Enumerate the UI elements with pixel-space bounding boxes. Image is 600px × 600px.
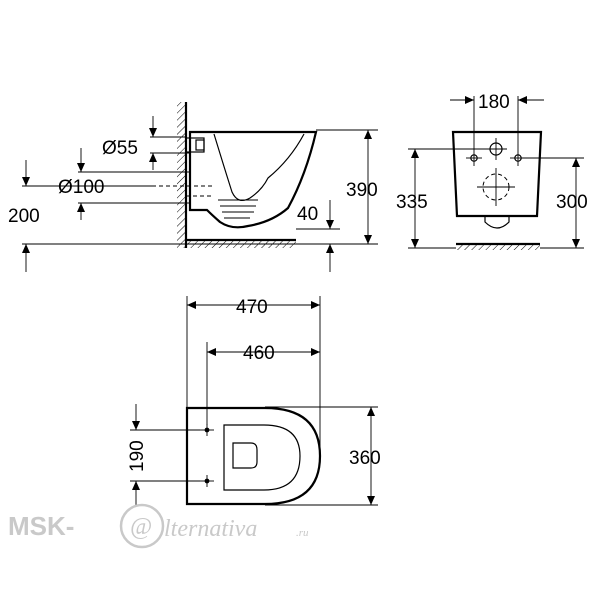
dim-label-w460: 460: [243, 343, 275, 364]
arrow-190-top: [132, 421, 140, 430]
dim-label-h335: 335: [396, 192, 428, 213]
arrow-300-bottom: [572, 239, 580, 248]
dim-label-h300: 300: [556, 192, 588, 213]
arrow-200-bottom: [22, 244, 30, 253]
seat-opening: [223, 424, 301, 491]
trap-water: [218, 199, 258, 219]
arrow-100-bottom: [77, 203, 85, 212]
watermark-at-ring: [119, 503, 165, 549]
dim-label-h40: 40: [297, 204, 318, 225]
arrow-40-top: [326, 220, 334, 229]
watermark-right: lternativa: [164, 516, 257, 542]
top-outline: [185, 406, 322, 506]
dim-label-h190: 190: [127, 440, 148, 472]
front-floor-hatch: [456, 244, 540, 250]
wall-hatch: [177, 102, 186, 248]
arrow-470-left: [187, 301, 196, 309]
arrow-300-top: [572, 158, 580, 167]
arrow-190-bottom: [132, 481, 140, 490]
front-body: [451, 130, 543, 218]
front-foot: [484, 216, 510, 229]
top-view: 470 460 190 360: [127, 296, 381, 506]
arrow-180-right: [518, 96, 527, 104]
watermark: MSK- @ lternativa .ru: [8, 503, 309, 549]
arrow-460-left: [207, 348, 216, 356]
arrow-390-bottom: [364, 235, 372, 244]
arrow-335-top: [411, 149, 419, 158]
dim-label-d100: Ø100: [58, 177, 104, 198]
arrow-55-top: [149, 128, 157, 137]
dim-label-w470: 470: [236, 297, 268, 318]
top-mount-upper-icon: [200, 424, 214, 436]
mount-hole-left-icon: [466, 150, 482, 166]
dim-label-h360: 360: [349, 448, 381, 469]
dim-label-h390: 390: [346, 180, 378, 201]
front-view: 180 335 300: [396, 92, 588, 250]
outlet-crosshair-icon: [477, 168, 515, 206]
side-view: Ø55 Ø100 200 390 40: [8, 102, 378, 272]
inlet-crosshair-icon: [485, 138, 507, 160]
arrow-55-bottom: [149, 153, 157, 162]
arrow-460-right: [311, 348, 320, 356]
arrow-470-right: [311, 301, 320, 309]
watermark-left: MSK-: [8, 511, 74, 541]
arrow-335-bottom: [411, 239, 419, 248]
dim-label-w180: 180: [478, 92, 510, 113]
dim-label-d55: Ø55: [102, 138, 138, 159]
dim-label-h200: 200: [8, 206, 40, 227]
bowl-outline: [188, 130, 318, 229]
watermark-at: @: [130, 514, 152, 540]
arrow-180-left: [465, 96, 474, 104]
watermark-suffix: .ru: [296, 527, 309, 539]
arrow-360-top: [367, 407, 375, 416]
inlet-cap: [195, 139, 205, 151]
outlet-slot: [232, 442, 258, 469]
top-mount-lower-icon: [200, 475, 214, 487]
arrow-200-top: [22, 177, 30, 186]
arrow-100-top: [77, 163, 85, 172]
arrow-390-top: [364, 130, 372, 139]
arrow-40-bottom: [326, 244, 334, 253]
bowl-inner-curve: [213, 133, 305, 202]
arrow-360-bottom: [367, 496, 375, 505]
